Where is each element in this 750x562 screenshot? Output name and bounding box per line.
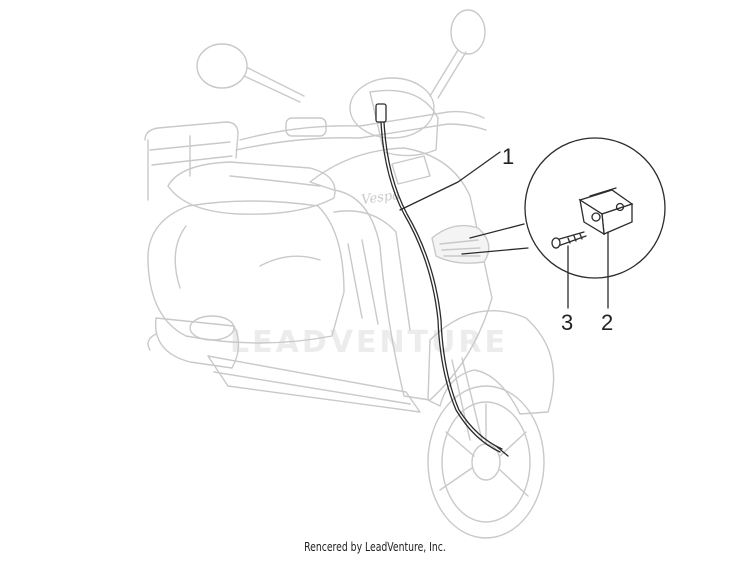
callout-1: 1	[399, 144, 514, 211]
brand-script: Vespa	[360, 188, 400, 208]
detail-callout	[461, 137, 666, 279]
callout-1-label: 1	[502, 144, 514, 169]
callout-3-label: 3	[561, 310, 573, 335]
callout-2: 2	[601, 231, 613, 335]
clamp-part	[578, 187, 634, 236]
footer-credit: Rencered by LeadVenture, Inc.	[304, 540, 446, 554]
speedometer-cable	[375, 103, 509, 457]
callout-3: 3	[561, 245, 573, 335]
screw-part	[551, 231, 587, 249]
scooter-outline: Vespa	[144, 9, 555, 539]
callout-2-label: 2	[601, 310, 613, 335]
